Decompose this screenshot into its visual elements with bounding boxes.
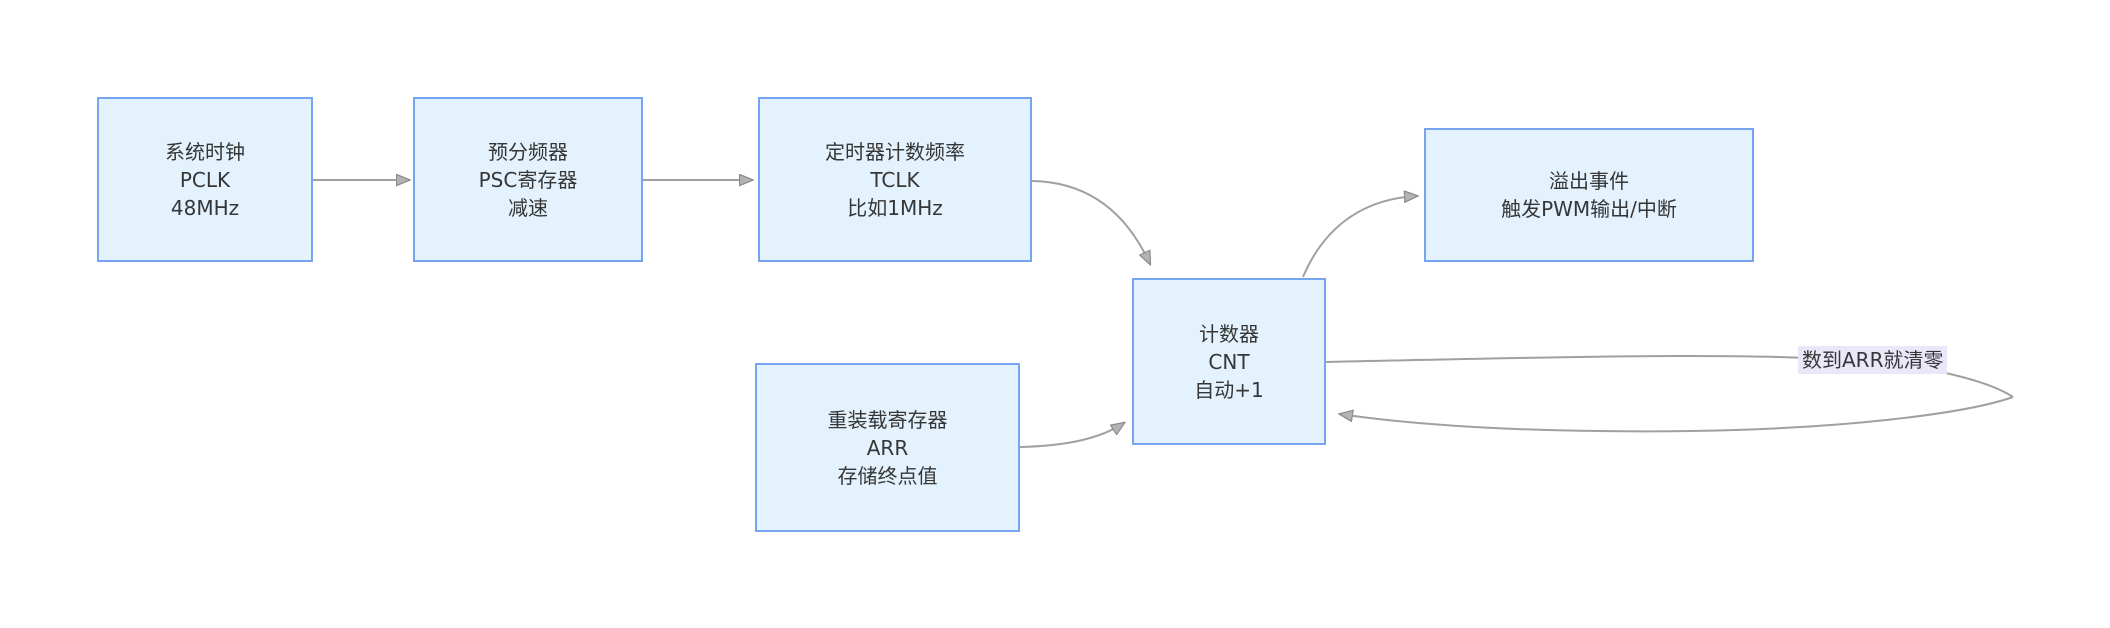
node-system-clock-line-2: PCLK (179, 167, 231, 192)
node-system-clock-line-1: 系统时钟 (165, 139, 245, 164)
edge-label-clear-on-arr: 数到ARR就清零 (1798, 346, 1948, 374)
node-counter-line-3: 自动+1 (1194, 377, 1264, 402)
node-counter: 计数器 CNT 自动+1 (1132, 278, 1326, 445)
node-overflow-event: 溢出事件 触发PWM输出/中断 (1424, 128, 1754, 262)
node-timer-clock-line-2: TCLK (870, 167, 920, 192)
node-prescaler-line-1: 预分频器 (488, 139, 568, 164)
edge-counter-loop-return (1340, 396, 2014, 433)
node-timer-clock: 定时器计数频率 TCLK 比如1MHz (758, 97, 1032, 262)
node-timer-clock-line-1: 定时器计数频率 (825, 139, 965, 164)
edge-timer-clock-to-counter (1031, 180, 1150, 264)
node-system-clock-line-3: 48MHz (170, 195, 240, 220)
node-timer-clock-line-3: 比如1MHz (847, 195, 943, 220)
node-reload-register-line-3: 存储终点值 (837, 463, 938, 488)
node-counter-line-2: CNT (1208, 349, 1250, 374)
node-prescaler: 预分频器 PSC寄存器 减速 (413, 97, 643, 262)
node-counter-line-1: 计数器 (1199, 321, 1259, 346)
node-overflow-event-line-2: 触发PWM输出/中断 (1501, 197, 1677, 221)
node-prescaler-line-2: PSC寄存器 (478, 167, 578, 192)
node-system-clock: 系统时钟 PCLK 48MHz (97, 97, 313, 262)
node-reload-register: 重装载寄存器 ARR 存储终点值 (755, 363, 1020, 532)
node-reload-register-line-1: 重装载寄存器 (827, 407, 948, 432)
node-overflow-event-line-1: 溢出事件 (1549, 169, 1629, 193)
node-reload-register-line-2: ARR (866, 435, 909, 460)
edge-reload-register-to-counter (1019, 423, 1124, 448)
edge-counter-to-overflow-event (1302, 196, 1417, 278)
node-prescaler-line-3: 减速 (508, 195, 548, 220)
